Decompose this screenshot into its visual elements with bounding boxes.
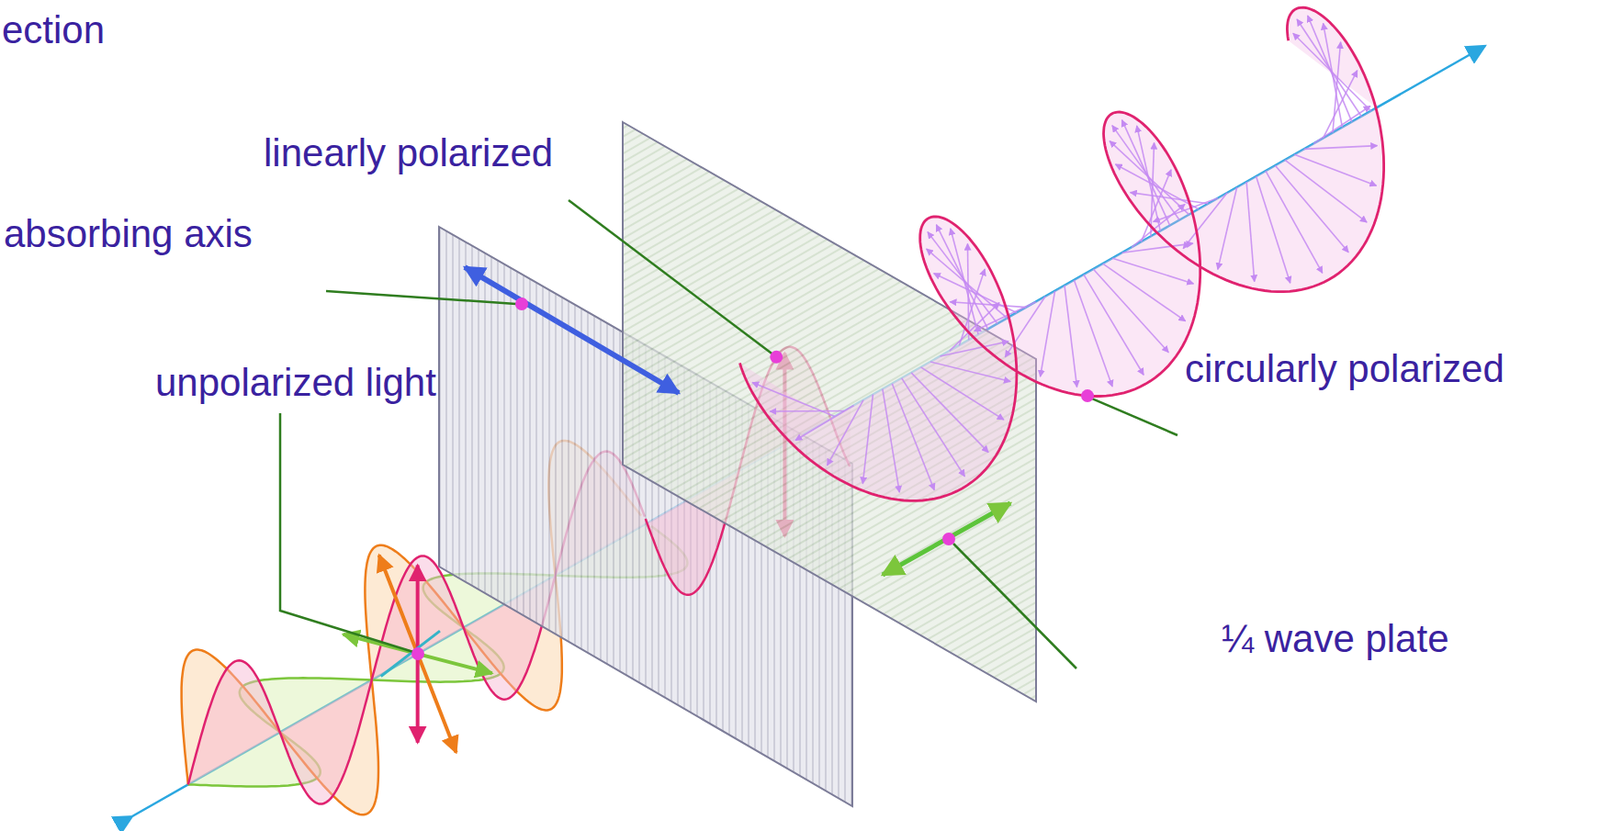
callout-dot (942, 532, 956, 546)
field-arrow (381, 630, 440, 677)
field-vector (939, 341, 1009, 357)
leader-line (1092, 398, 1178, 436)
field-vector (927, 232, 998, 325)
field-vector (921, 367, 1004, 420)
leader-line (568, 200, 773, 355)
callout-label: linearly polarized (263, 130, 553, 177)
field-vector (1246, 181, 1255, 282)
callout-dot (1081, 389, 1094, 403)
field-vector (1293, 33, 1372, 112)
callout-label: circularly polarized (1184, 346, 1505, 393)
absorbing-axis-arrow (464, 267, 679, 394)
callout-dot (769, 350, 783, 364)
field-vector (1256, 176, 1291, 283)
field-vector (1296, 19, 1362, 117)
helix-curve (740, 7, 1385, 501)
field-vector (949, 302, 1026, 308)
field-vector (1040, 291, 1056, 377)
leader-line (280, 413, 414, 653)
field-vector (1064, 285, 1078, 388)
field-vector (1304, 146, 1378, 150)
field-vector (1112, 125, 1180, 221)
callout-label: unpolarized light (155, 360, 437, 406)
field-vector (930, 361, 1011, 383)
field-vector (1083, 274, 1144, 375)
field-vector (1131, 203, 1185, 248)
field-vector (1274, 165, 1349, 253)
callout-label: ¼ wave plate (1221, 616, 1450, 663)
field-vector (949, 303, 1000, 352)
circular-wave (740, 7, 1385, 501)
field-vector (1073, 280, 1113, 387)
field-vector (1294, 154, 1376, 186)
field-vector (862, 394, 873, 485)
field-vector (1265, 170, 1323, 273)
callout-dot (411, 647, 425, 661)
wave-fill (740, 7, 1385, 501)
callout-label: absorbing axis (3, 211, 253, 258)
field-vector (911, 372, 989, 453)
leader-line (326, 291, 517, 305)
field-vector (901, 378, 966, 477)
field-arrow (379, 554, 457, 753)
field-vector (1332, 42, 1341, 134)
field-vector (891, 383, 935, 491)
field-vector (769, 410, 845, 413)
field-vector (1115, 164, 1199, 210)
callout-dot (515, 297, 529, 311)
field-vector (934, 273, 1017, 314)
field-vector (1112, 258, 1194, 284)
field-vector (827, 400, 864, 466)
field-vector (1109, 141, 1189, 215)
field-vector (1217, 187, 1238, 270)
field-vector (1103, 263, 1186, 322)
field-vector (795, 405, 855, 441)
field-vector (926, 248, 1008, 318)
leader-line (953, 543, 1077, 669)
field-vector (882, 389, 900, 493)
field-vector (1092, 269, 1169, 353)
fast-axis-arrow (882, 503, 1011, 575)
field-vector (1122, 243, 1194, 253)
field-vector (1130, 192, 1209, 204)
field-vector (1284, 159, 1367, 223)
heading-fragment: ection (1, 7, 105, 54)
